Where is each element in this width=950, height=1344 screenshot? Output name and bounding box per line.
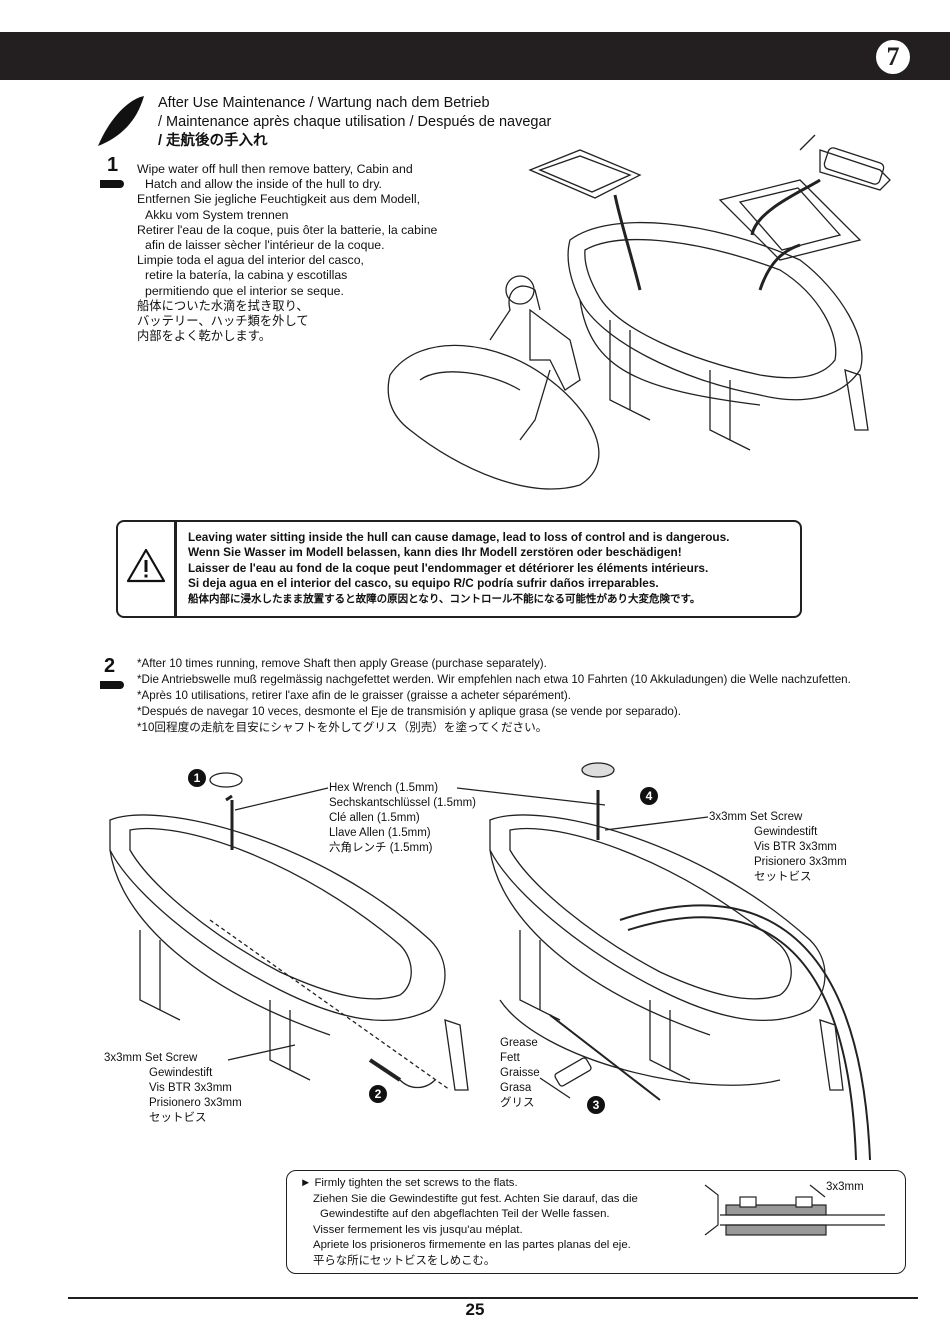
step2-line: *10回程度の走航を目安にシャフトを外してグリス（別売）を塗ってください。 xyxy=(137,721,548,734)
warning-triangle-icon xyxy=(126,548,166,583)
step1-line: Limpie toda el agua del interior del cas… xyxy=(137,253,364,268)
step1-line: retire la batería, la cabina y escotilla… xyxy=(145,268,348,283)
step1-line: afin de laisser sècher l'intérieur de la… xyxy=(145,238,385,253)
step2-line: *Après 10 utilisations, retirer l'axe af… xyxy=(137,689,571,702)
note-line: Ziehen Sie die Gewindestifte gut fest. A… xyxy=(313,1192,638,1205)
label-line: Hex Wrench (1.5mm) xyxy=(329,782,439,794)
detail-label: 3x3mm xyxy=(826,1181,864,1193)
set-screw-label-right: 3x3mm Set Screw Gewindestift Vis BTR 3x3… xyxy=(709,810,847,885)
step-1-marker xyxy=(100,180,124,188)
label-line: Fett xyxy=(500,1052,520,1064)
warning-box xyxy=(116,520,802,618)
label-line: Gewindestift xyxy=(149,1067,213,1079)
callout-3: 3 xyxy=(587,1096,605,1114)
set-screw-label-left: 3x3mm Set Screw Gewindestift Vis BTR 3x3… xyxy=(104,1051,242,1126)
note-line: Apriete los prisioneros firmemente en la… xyxy=(313,1239,631,1252)
label-line: Prisionero 3x3mm xyxy=(754,856,847,868)
label-line: Clé allen (1.5mm) xyxy=(329,812,420,824)
callout-4: 4 xyxy=(640,787,658,805)
label-line: セットビス xyxy=(149,1112,207,1124)
step1-line: 船体についた水滴を拭き取り、 xyxy=(137,298,309,313)
label-line: Grasa xyxy=(500,1082,532,1094)
step1-line: Retirer l'eau de la coque, puis ôter la … xyxy=(137,222,438,237)
chapter-number-badge: 7 xyxy=(876,40,910,74)
step1-line: Wipe water off hull then remove battery,… xyxy=(137,162,413,176)
label-line: Gewindestift xyxy=(754,826,818,838)
step2-line: *After 10 times running, remove Shaft th… xyxy=(137,657,547,670)
hex-wrench-label: Hex Wrench (1.5mm) Sechskantschlüssel (1… xyxy=(329,781,476,856)
step1-line: バッテリー、ハッチ類を外して xyxy=(137,314,309,329)
step-1-number: 1 xyxy=(107,154,119,176)
label-line: セットビス xyxy=(754,871,812,883)
label-line: 六角レンチ (1.5mm) xyxy=(329,842,433,854)
step-2-illustration xyxy=(109,762,871,1161)
step1-line: Hatch and allow the inside of the hull t… xyxy=(145,177,382,192)
note-line: Gewindestifte auf den abgeflachten Teil … xyxy=(320,1208,610,1221)
title-line-3: / 走航後の手入れ xyxy=(158,133,268,149)
grease-label: Grease Fett Graisse Grasa グリス xyxy=(500,1036,540,1111)
step-1-illustration xyxy=(387,134,891,490)
label-line: Llave Allen (1.5mm) xyxy=(329,827,431,839)
step-2-text: *After 10 times running, remove Shaft th… xyxy=(137,656,851,736)
warning-line: Wenn Sie Wasser im Modell belassen, kann… xyxy=(188,545,682,560)
warning-line: Leaving water sitting inside the hull ca… xyxy=(188,530,730,544)
page-number: 25 xyxy=(465,1300,485,1319)
callout-1: 1 xyxy=(188,769,206,787)
warning-line: Si deja agua en el interior del casco, s… xyxy=(188,576,659,591)
shaft-detail-illustration xyxy=(704,1184,885,1236)
label-line: Prisionero 3x3mm xyxy=(149,1097,242,1109)
title-line-2: / Maintenance après chaque utilisation /… xyxy=(158,114,552,130)
label-line: 3x3mm Set Screw xyxy=(709,811,803,823)
warning-divider xyxy=(174,520,177,618)
step-2-marker xyxy=(100,681,124,689)
step-2-number: 2 xyxy=(104,655,116,677)
label-line: 3x3mm Set Screw xyxy=(104,1052,198,1064)
warning-text: Leaving water sitting inside the hull ca… xyxy=(188,530,729,607)
section-title: After Use Maintenance / Wartung nach dem… xyxy=(158,94,551,151)
label-line: グリス xyxy=(500,1097,535,1109)
step1-line: permitiendo que el interior se seque. xyxy=(145,283,344,298)
note-text: ► Firmly tighten the set screws to the f… xyxy=(300,1176,638,1270)
step-1-text: Wipe water off hull then remove battery,… xyxy=(137,162,437,344)
header-bar xyxy=(0,32,950,80)
title-line-1: After Use Maintenance / Wartung nach dem… xyxy=(158,95,490,111)
step1-line: Akku vom System trennen xyxy=(145,207,289,222)
note-line: ► Firmly tighten the set screws to the f… xyxy=(300,1177,518,1189)
warning-line: Laisser de l'eau au fond de la coque peu… xyxy=(188,560,709,575)
footer-rule xyxy=(68,1297,918,1299)
label-line: Vis BTR 3x3mm xyxy=(754,841,837,853)
note-line: Visser fermement les vis jusqu'au méplat… xyxy=(313,1223,523,1236)
label-line: Sechskantschlüssel (1.5mm) xyxy=(329,797,476,809)
label-line: Vis BTR 3x3mm xyxy=(149,1082,232,1094)
warning-line: 船体内部に浸水したまま放置すると故障の原因となり、コントロール不能になる可能性が… xyxy=(188,592,701,605)
label-line: Grease xyxy=(500,1037,538,1049)
callout-2: 2 xyxy=(369,1085,387,1103)
step1-line: Entfernen Sie jegliche Feuchtigkeit aus … xyxy=(137,192,420,207)
step1-line: 内部をよく乾かします。 xyxy=(137,329,272,344)
crescent-icon xyxy=(98,96,144,146)
label-line: Graisse xyxy=(500,1067,540,1079)
note-box xyxy=(286,1170,906,1274)
step2-line: *Después de navegar 10 veces, desmonte e… xyxy=(137,705,681,718)
step2-line: *Die Antriebswelle muß regelmässig nachg… xyxy=(137,673,851,686)
note-line: 平らな所にセットビスをしめこむ。 xyxy=(313,1254,496,1267)
